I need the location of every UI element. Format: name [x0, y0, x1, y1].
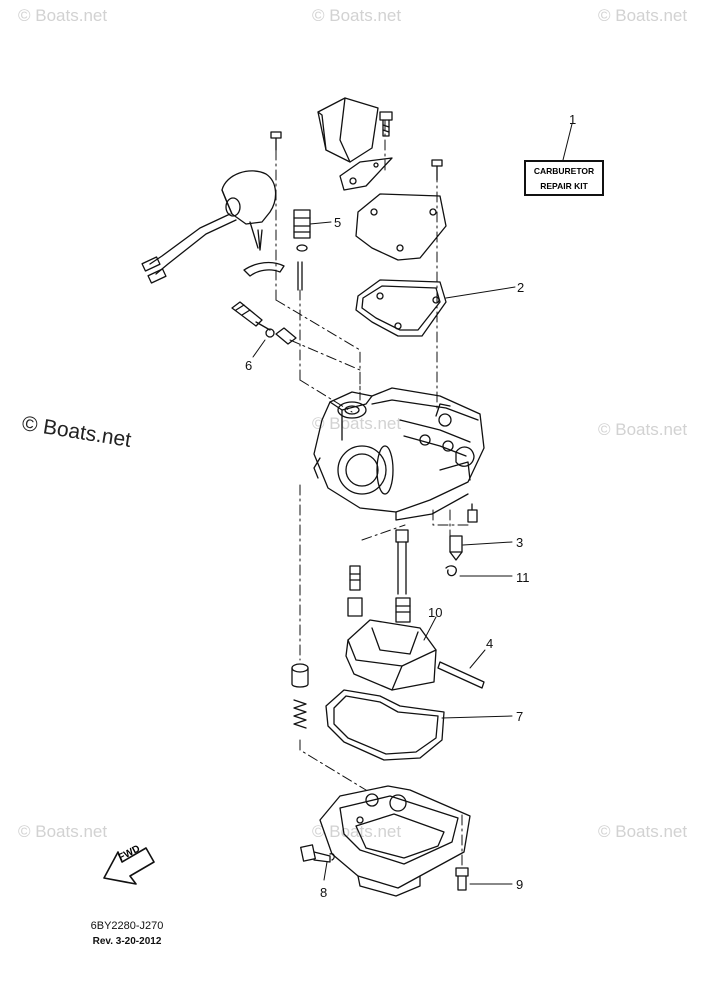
part-10-float	[345, 619, 437, 691]
repair-kit-box: CARBURETOR REPAIR KIT	[524, 160, 604, 196]
callout-4: 4	[486, 636, 494, 651]
part-3-needle-valve	[449, 535, 463, 561]
side-plug	[435, 403, 452, 427]
watermark-bottom-left: © Boats.net	[18, 822, 108, 841]
callout-5: 5	[334, 215, 342, 230]
fwd-arrow-icon	[103, 847, 155, 885]
upper-plate	[355, 193, 447, 261]
part-2-gasket	[355, 279, 447, 337]
watermark-top-right: © Boats.net	[598, 6, 688, 25]
throttle-position-sensor	[141, 170, 277, 284]
watermark-bottom-right: © Boats.net	[598, 822, 688, 841]
callout-6: 6	[245, 358, 253, 373]
screw-top-cover	[379, 111, 393, 137]
screw-right-top	[431, 159, 443, 181]
callout-7: 7	[516, 709, 524, 724]
watermark-mid-right: © Boats.net	[598, 420, 688, 439]
repair-kit-line1: CARBURETOR	[533, 166, 595, 176]
part-11-clip	[445, 565, 457, 577]
accel-pump-spring	[293, 699, 307, 729]
top-cover	[317, 97, 393, 191]
callout-1: 1	[569, 112, 577, 127]
revision-date: Rev. 3-20-2012	[92, 936, 162, 947]
callout-2: 2	[517, 280, 525, 295]
part-9-screw	[455, 867, 469, 891]
float-bowl	[319, 785, 471, 897]
leader-lines	[252, 123, 573, 885]
callout-8: 8	[320, 885, 328, 900]
part-7-gasket	[325, 689, 445, 761]
part-4-float-pin	[437, 661, 485, 689]
screw-left-top	[270, 131, 282, 151]
watermark-mid-center: © Boats.net	[312, 414, 402, 433]
sensor-clip	[243, 261, 285, 277]
pilot-jet-lower	[347, 565, 363, 617]
carburetor-body	[313, 387, 485, 521]
watermark-top-left: © Boats.net	[18, 6, 108, 25]
part-6-air-screw	[231, 301, 297, 345]
repair-kit-line2: REPAIR KIT	[540, 181, 588, 191]
main-nozzle	[395, 529, 411, 623]
callout-3: 3	[516, 535, 524, 550]
part-code: 6BY2280-J270	[90, 920, 164, 932]
callout-11: 11	[516, 570, 530, 585]
part-5-jet-assembly	[293, 209, 311, 291]
float-pin-screw	[467, 503, 478, 523]
part-8-drain-screw	[300, 844, 335, 863]
watermark-top-center: © Boats.net	[312, 6, 402, 25]
accel-pump-plunger	[291, 663, 309, 688]
watermark-bottom-center: © Boats.net	[312, 822, 402, 841]
assembly-guide-lines	[275, 119, 471, 866]
callout-9: 9	[516, 877, 524, 892]
callout-10: 10	[428, 605, 443, 620]
